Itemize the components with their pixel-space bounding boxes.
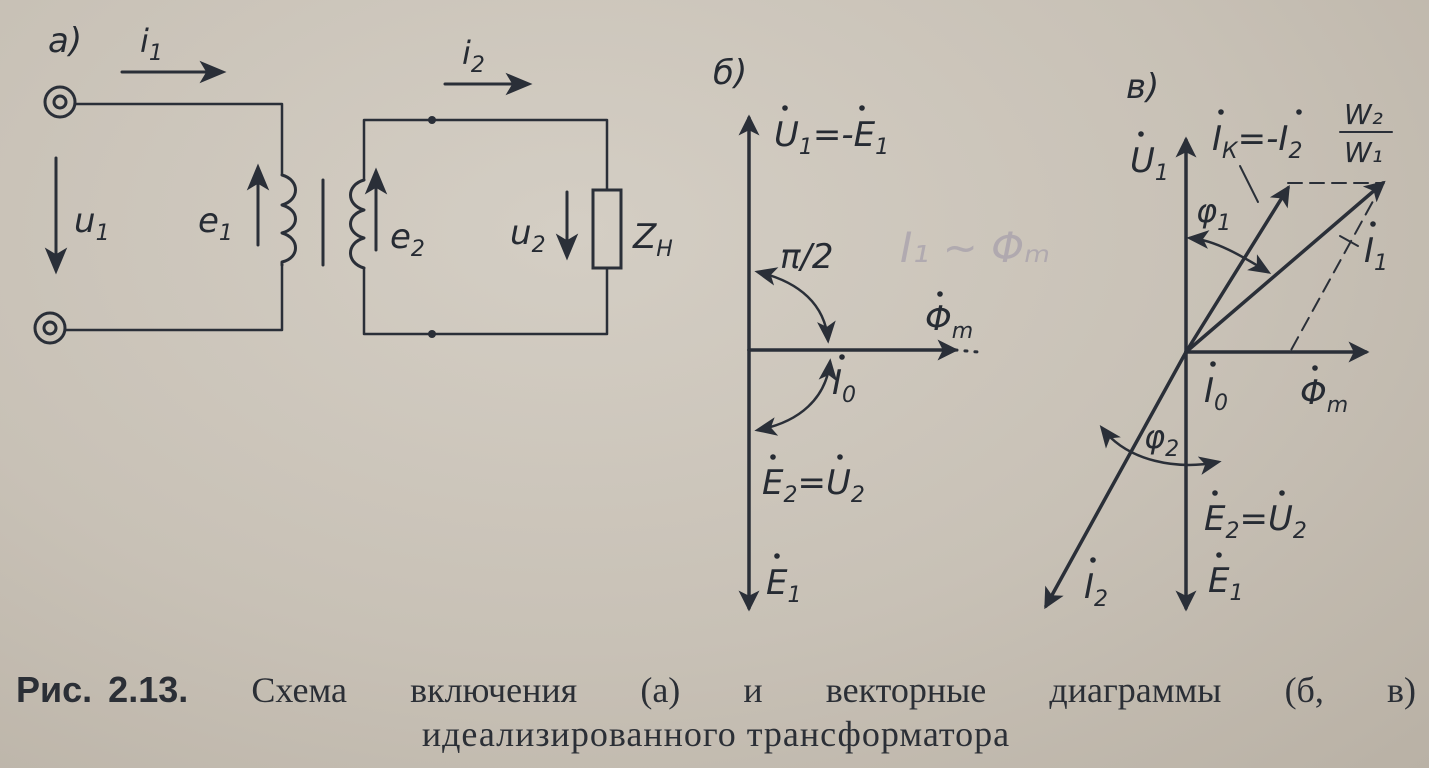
vector-i1	[1184, 180, 1386, 354]
junction-top	[428, 116, 436, 124]
i1-label-leader	[1339, 235, 1359, 247]
phi1-label: φ1	[1196, 192, 1231, 236]
dashed-parallel-side	[1289, 182, 1384, 353]
ik-label-leader	[1239, 165, 1259, 203]
junction-bottom	[428, 330, 436, 338]
caption-word: (а)	[640, 670, 681, 710]
ik-frac-num: W₂	[1344, 98, 1383, 131]
current2-label: i2	[462, 34, 485, 78]
secondary-wire-top	[362, 118, 609, 192]
i0-label: I0	[1204, 371, 1228, 416]
caption-word: (б,	[1284, 670, 1324, 710]
pencil-annotation: I₁ ~ Φₘ	[900, 223, 1050, 272]
flux-label: Φm	[925, 299, 973, 344]
flux-label: Φm	[1300, 373, 1348, 418]
flux-dots	[953, 348, 980, 354]
e2-eq-label: E2=U2	[762, 463, 865, 508]
figure-drawing: а) i1 i2 u1	[33, 21, 1393, 612]
caption-word: Схема	[251, 670, 347, 710]
ik-eq-label: IК=-I2	[1212, 119, 1302, 164]
voltage1-label: u1	[74, 201, 110, 246]
emf2-label: e2	[390, 217, 425, 262]
terminal-top	[43, 85, 77, 119]
u1-eq-label: U1=-E1	[774, 115, 889, 160]
caption-word: диаграммы	[1049, 670, 1222, 710]
emf1-label: e1	[198, 201, 233, 246]
caption-word: включения	[410, 670, 578, 710]
i0-label: I0	[832, 363, 856, 408]
caption-line-1: Рис. 2.13. Схема включения (а) и векторн…	[16, 668, 1416, 712]
vector-i2	[1044, 350, 1188, 610]
load-label: ZН	[632, 217, 673, 262]
primary-wire-bottom	[63, 263, 284, 332]
e2-eq-label: E2=U2	[1204, 499, 1307, 544]
i1-label: I1	[1364, 231, 1388, 276]
primary-coil	[280, 173, 297, 267]
panel-c-label: в)	[1126, 67, 1159, 107]
panel-a-circuit: а) i1 i2 u1	[33, 21, 673, 345]
figure-caption: Рис. 2.13. Схема включения (а) и векторн…	[16, 668, 1416, 756]
panel-b-phasor: б) U1=-E1 π/2 Φm I0 E2=U2 E1	[713, 53, 980, 612]
secondary-coil	[349, 178, 366, 270]
angle-arc-upper	[754, 267, 836, 344]
voltage2-label: u2	[510, 213, 546, 258]
terminal-bottom	[33, 311, 67, 345]
phi1-arc	[1186, 230, 1272, 274]
caption-word: в)	[1386, 670, 1416, 710]
panel-c-phasor: в) IК=-I2 W₂ W₁ U1 φ1 I1 I0 Φm φ2 E2=U2 …	[1044, 67, 1393, 612]
caption-word: и	[743, 670, 763, 710]
primary-wire-top	[73, 102, 284, 177]
panel-a-label: а)	[48, 21, 82, 61]
e1-label: E1	[1208, 561, 1243, 606]
secondary-wire-bottom	[362, 266, 609, 336]
phi2-label: φ2	[1144, 418, 1179, 462]
i2-label: I2	[1084, 567, 1108, 612]
u1-label: U1	[1130, 141, 1169, 186]
caption-line-2: идеализированного трансформатора	[421, 714, 1011, 754]
figure-number: Рис. 2.13.	[16, 669, 189, 710]
ik-frac-den: W₁	[1344, 136, 1383, 169]
current1-label: i1	[140, 22, 163, 66]
panel-b-label: б)	[713, 53, 747, 93]
caption-word: векторные	[825, 670, 987, 710]
angle-arc-lower	[754, 358, 838, 436]
angle-label: π/2	[780, 237, 834, 277]
load-impedance	[591, 188, 623, 270]
phi2-arc	[1099, 425, 1222, 475]
e1-label: E1	[766, 563, 801, 608]
